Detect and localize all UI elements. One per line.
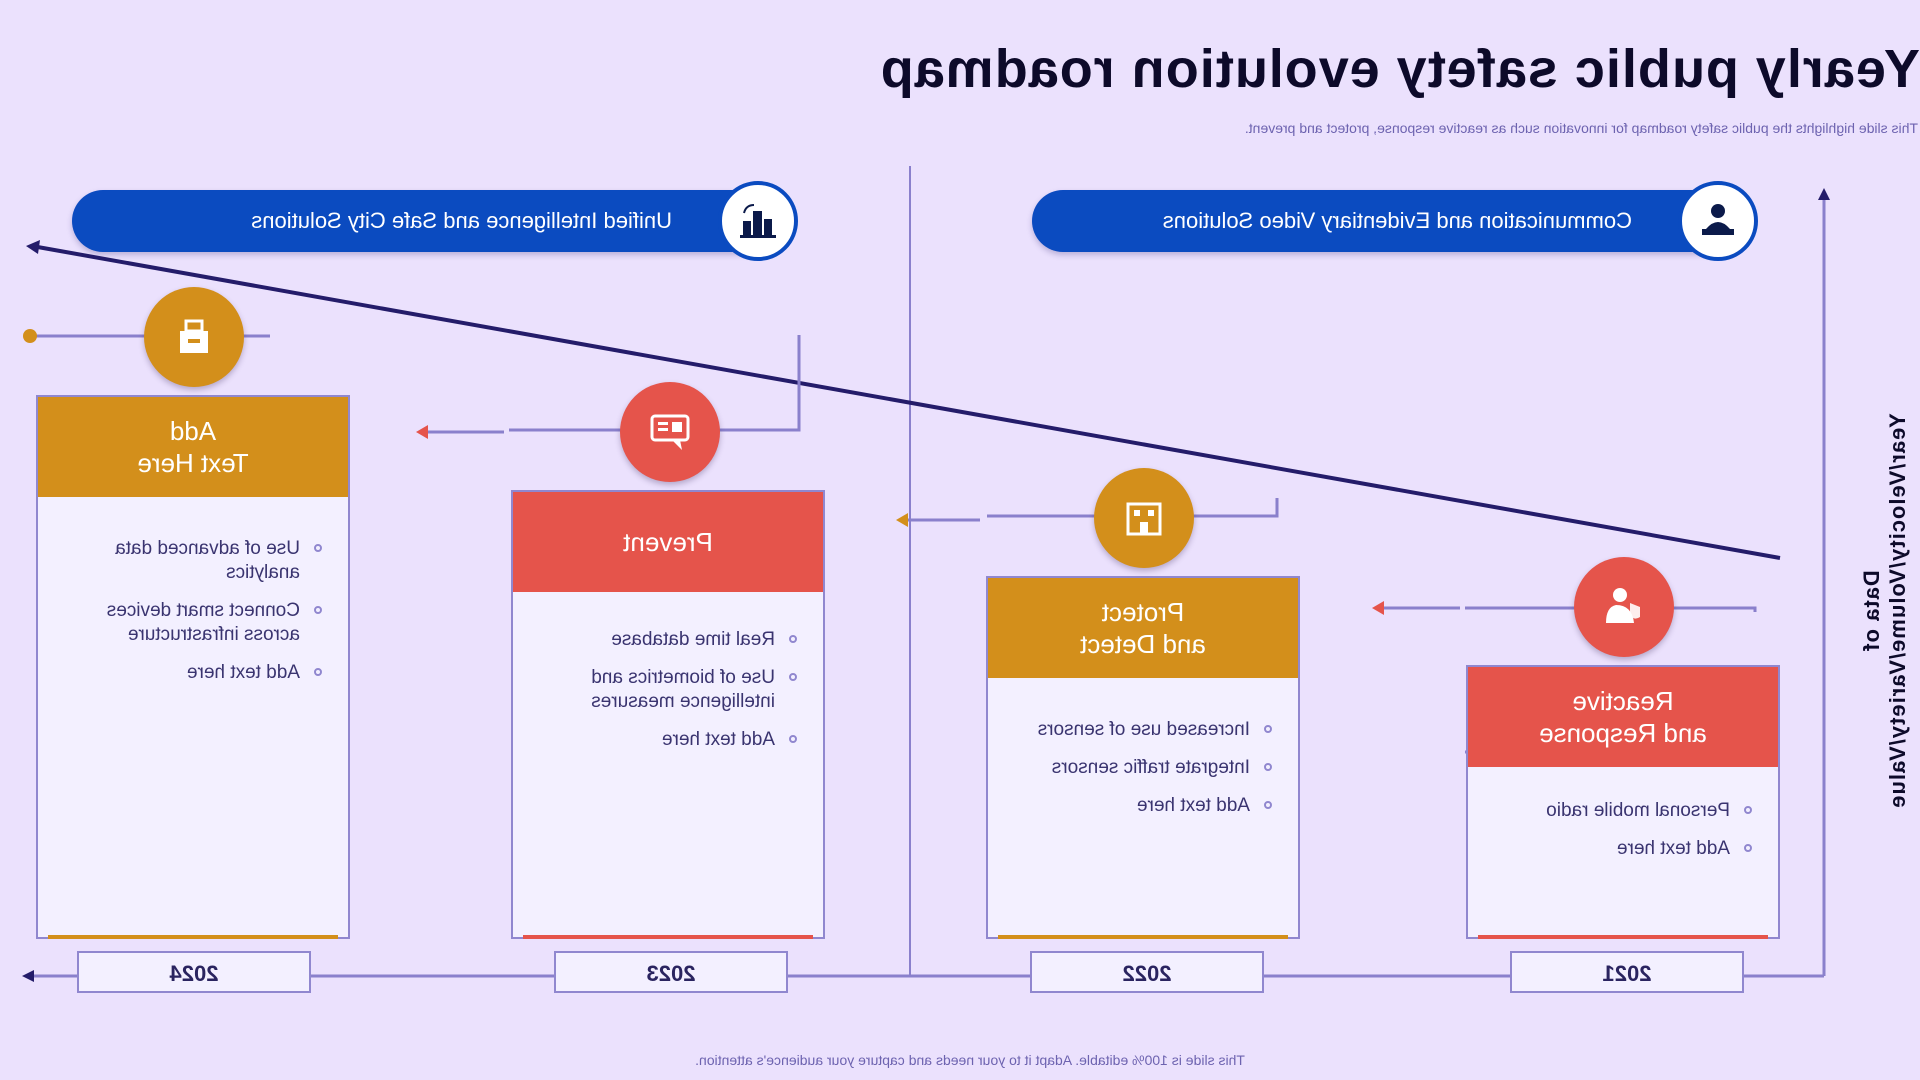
list-item: Connect smart devices across infrastruct… (72, 599, 322, 647)
list-item: Personal mobile radio (1502, 799, 1752, 823)
list-item: Increased use of sensors (1022, 718, 1272, 742)
trend-line (31, 244, 1781, 560)
stage-arrow-2023 (416, 425, 428, 439)
stage-bullet-list: Real time database Use of biometrics and… (547, 628, 797, 766)
building-icon (1126, 502, 1162, 536)
city-network-icon (718, 181, 798, 261)
page-footer: This slide is 100% editable. Adapt it to… (695, 1052, 1245, 1068)
stage-bullet-list: Increased use of sensors Integrate traff… (1022, 718, 1272, 832)
list-item: Real time database (547, 628, 797, 652)
list-item: Use of advanced data analytics (72, 537, 322, 585)
stage-connector-2024 (509, 335, 801, 432)
stage-arrow-2021 (1372, 601, 1384, 615)
stage-icon-circle-2021 (1574, 557, 1674, 657)
stage-card-2023: Prevent Real time database Use of biomet… (511, 490, 825, 939)
stage-arrow-2022 (896, 513, 908, 527)
year-label-2024: 2024 (77, 951, 311, 993)
solution-pill-intelligence: Unified Intelligence and Safe City Solut… (72, 181, 798, 261)
solution-pill-communication: Communication and Evidentiary Video Solu… (1032, 181, 1758, 261)
stage-icon-circle-2023 (620, 382, 720, 482)
year-label-2022: 2022 (1030, 951, 1264, 993)
stage-heading: Prevent (513, 492, 823, 592)
chat-screen-icon (650, 414, 690, 450)
user-desk-icon (1678, 181, 1758, 261)
list-item: Add text here (1502, 837, 1752, 861)
list-item: Add text here (547, 728, 797, 752)
year-label-2021: 2021 (1510, 951, 1744, 993)
vertical-axis-arrow (1818, 188, 1830, 200)
page-subtitle: This slide highlights the public safety … (1244, 120, 1918, 136)
stage-connector-2021 (1465, 606, 1757, 612)
stage-icon-circle-2024 (144, 287, 244, 387)
podium-icon (180, 319, 208, 353)
page-title: Yearly public safety evolution roadmap (879, 39, 1920, 99)
horizontal-axis-arrow (22, 970, 34, 982)
axis-side-label: Data of Year/Velocity/Volume/Variety/Val… (1859, 413, 1910, 809)
list-item: Add text here (72, 661, 322, 685)
stage-icon-circle-2022 (1094, 468, 1194, 568)
stage-bullet-list: Personal mobile radio Add text here (1502, 799, 1752, 875)
year-label-2023: 2023 (554, 951, 788, 993)
stage-bullet-list: Use of advanced data analytics Connect s… (72, 537, 322, 699)
list-item: Use of biometrics and intelligence measu… (547, 666, 797, 714)
stage-connector-2023 (987, 498, 1279, 518)
list-item: Add text here (1022, 794, 1272, 818)
stage-dot-2024 (23, 329, 37, 343)
solution-pill-label: Unified Intelligence and Safe City Solut… (251, 208, 672, 233)
list-item: Integrate traffic sensors (1022, 756, 1272, 780)
user-shield-icon (1606, 588, 1640, 623)
solution-pill-label: Communication and Evidentiary Video Solu… (1162, 208, 1632, 233)
trend-line-arrow (26, 240, 40, 254)
